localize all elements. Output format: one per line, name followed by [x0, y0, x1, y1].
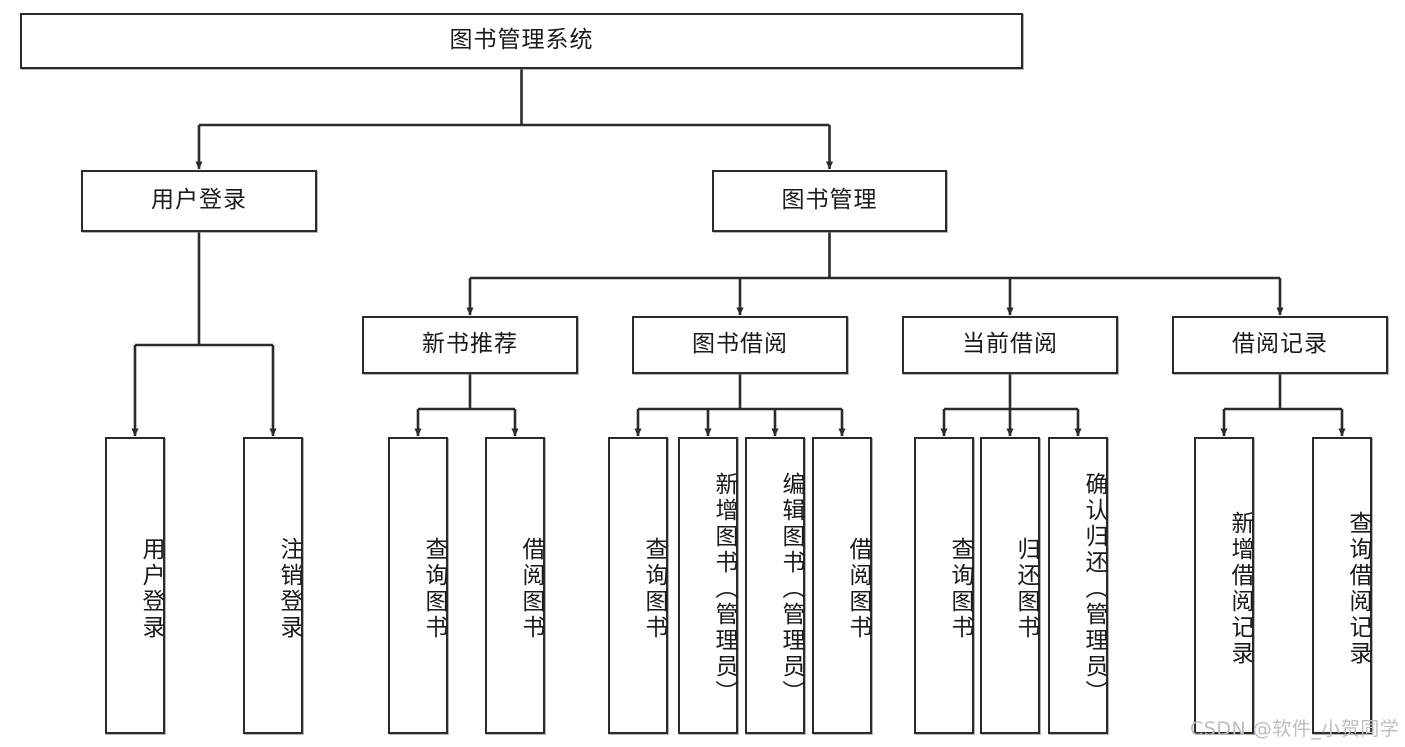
leaf-query-books-current[interactable]: 查询图书: [914, 437, 974, 734]
node-new-book-recommend-label: 新书推荐: [422, 331, 518, 358]
leaf-add-book-admin[interactable]: 新增图书（管理员）: [678, 437, 738, 734]
node-book-borrow[interactable]: 图书借阅: [632, 316, 848, 374]
leaf-borrow-books[interactable]: 借阅图书: [812, 437, 872, 734]
leaf-confirm-return-admin[interactable]: 确认归还（管理员）: [1048, 437, 1108, 734]
node-current-borrow-label: 当前借阅: [962, 331, 1058, 358]
leaf-query-books-recommend-label: 查询图书: [421, 536, 447, 641]
node-root-label: 图书管理系统: [449, 27, 594, 54]
leaf-return-books-label: 归还图书: [1013, 536, 1039, 641]
leaf-query-books-recommend[interactable]: 查询图书: [388, 437, 448, 734]
leaf-query-books-current-label: 查询图书: [947, 536, 973, 641]
node-current-borrow[interactable]: 当前借阅: [902, 316, 1118, 374]
node-new-book-recommend[interactable]: 新书推荐: [362, 316, 578, 374]
leaf-user-logout[interactable]: 注销登录: [243, 437, 303, 734]
leaf-confirm-return-admin-label: 确认归还（管理员）: [1081, 471, 1107, 706]
leaf-user-login[interactable]: 用户登录: [105, 437, 165, 734]
leaf-query-books-borrow[interactable]: 查询图书: [608, 437, 668, 734]
node-borrow-records[interactable]: 借阅记录: [1172, 316, 1388, 374]
leaf-borrow-books-recommend[interactable]: 借阅图书: [485, 437, 545, 734]
node-book-management-label: 图书管理: [781, 187, 878, 214]
leaf-add-borrow-record[interactable]: 新增借阅记录: [1194, 437, 1254, 734]
leaf-user-logout-label: 注销登录: [276, 536, 302, 641]
leaf-add-borrow-record-label: 新增借阅记录: [1227, 510, 1253, 667]
node-root[interactable]: 图书管理系统: [20, 13, 1023, 69]
leaf-edit-book-admin[interactable]: 编辑图书（管理员）: [745, 437, 805, 734]
leaf-edit-book-admin-label: 编辑图书（管理员）: [778, 471, 804, 706]
node-book-borrow-label: 图书借阅: [692, 331, 788, 358]
node-user-login[interactable]: 用户登录: [81, 170, 317, 232]
leaf-return-books[interactable]: 归还图书: [980, 437, 1040, 734]
leaf-query-books-borrow-label: 查询图书: [641, 536, 667, 641]
node-book-management[interactable]: 图书管理: [712, 170, 947, 232]
watermark-credit: CSDN @软件_小贺同学: [1190, 718, 1400, 740]
node-user-login-label: 用户登录: [151, 187, 247, 214]
leaf-add-book-admin-label: 新增图书（管理员）: [711, 471, 737, 706]
leaf-user-login-label: 用户登录: [138, 536, 164, 641]
node-borrow-records-label: 借阅记录: [1232, 331, 1328, 358]
leaf-query-borrow-record-label: 查询借阅记录: [1345, 510, 1371, 667]
leaf-borrow-books-recommend-label: 借阅图书: [518, 536, 544, 641]
leaf-query-borrow-record[interactable]: 查询借阅记录: [1312, 437, 1372, 734]
leaf-borrow-books-label: 借阅图书: [845, 536, 871, 641]
